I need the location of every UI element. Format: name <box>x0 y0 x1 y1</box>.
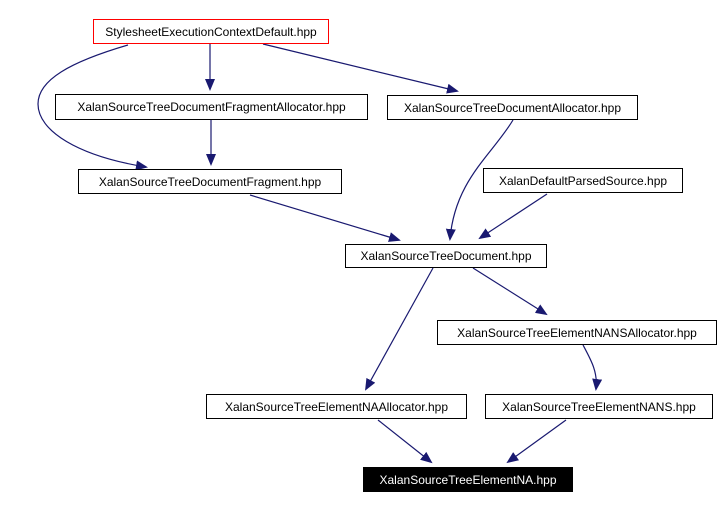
node-xalan-source-tree-element-nans[interactable]: XalanSourceTreeElementNANS.hpp <box>485 394 713 419</box>
edge-nans-allocator-to-nans <box>582 344 603 391</box>
node-xalan-default-parsed-source[interactable]: XalanDefaultParsedSource.hpp <box>483 168 683 193</box>
node-xalan-source-tree-document-fragment-allocator[interactable]: XalanSourceTreeDocumentFragmentAllocator… <box>55 94 368 120</box>
node-stylesheet-execution-context-default[interactable]: StylesheetExecutionContextDefault.hpp <box>93 19 329 44</box>
edge-stylesheet-to-document-allocator <box>262 43 459 94</box>
edge-nans-to-na <box>506 419 567 464</box>
edge-document-to-nans-allocator <box>472 267 548 316</box>
node-xalan-source-tree-document[interactable]: XalanSourceTreeDocument.hpp <box>345 244 547 268</box>
node-xalan-source-tree-document-allocator[interactable]: XalanSourceTreeDocumentAllocator.hpp <box>387 95 638 120</box>
node-xalan-source-tree-element-na-allocator[interactable]: XalanSourceTreeElementNAAllocator.hpp <box>206 394 467 419</box>
edge-document-to-na-allocator <box>365 267 434 391</box>
node-xalan-source-tree-element-nans-allocator[interactable]: XalanSourceTreeElementNANSAllocator.hpp <box>437 320 717 345</box>
edge-document-fragment-to-document <box>249 194 401 242</box>
node-xalan-source-tree-document-fragment[interactable]: XalanSourceTreeDocumentFragment.hpp <box>78 169 342 194</box>
node-xalan-source-tree-element-na[interactable]: XalanSourceTreeElementNA.hpp <box>363 467 573 492</box>
edge-na-allocator-to-na <box>377 419 433 464</box>
edge-parsed-source-to-document <box>478 193 548 240</box>
